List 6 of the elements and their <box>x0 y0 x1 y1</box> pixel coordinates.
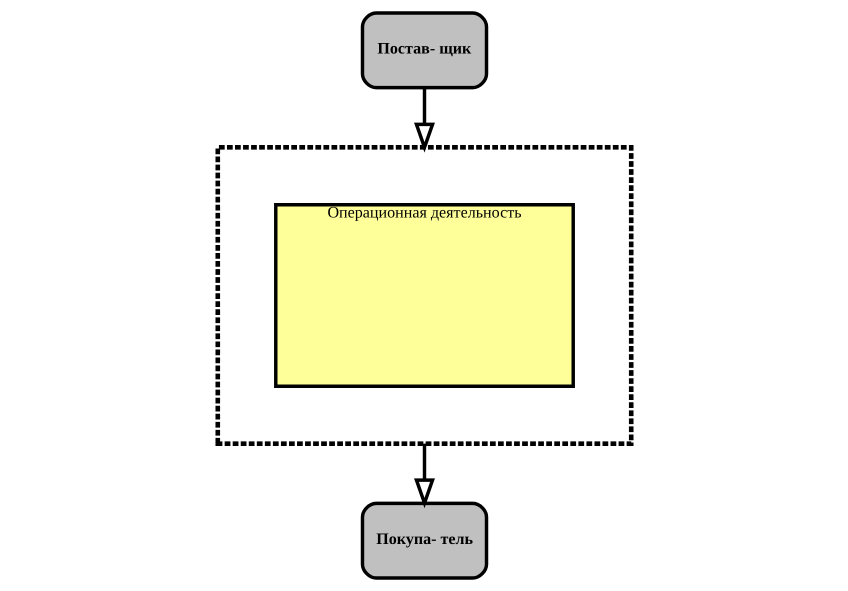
arrow <box>414 444 434 508</box>
node-box: Покупа- тель <box>360 502 488 580</box>
arrow <box>414 88 434 153</box>
node-box: Постав- щик <box>360 11 488 90</box>
cluster <box>214 145 634 446</box>
node-box: Операционная деятельность <box>274 203 574 388</box>
